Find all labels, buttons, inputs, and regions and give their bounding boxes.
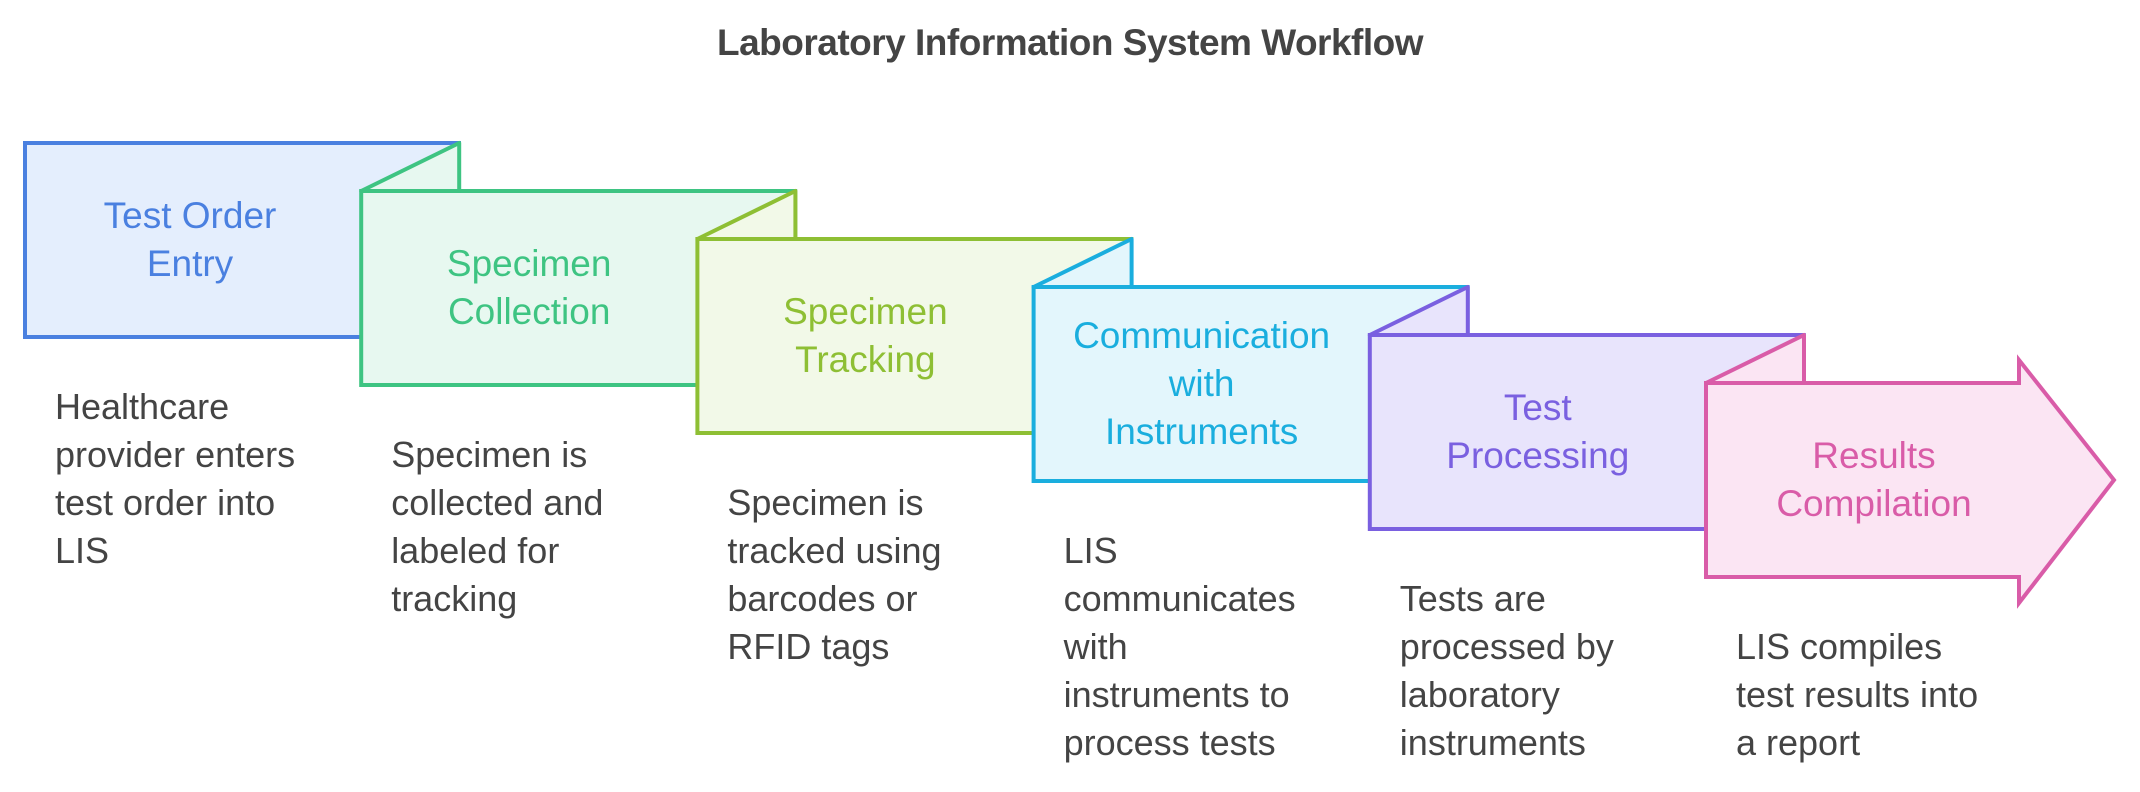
step-description-line: LIS: [55, 530, 110, 571]
step-description-line: with: [1063, 626, 1128, 667]
step-label-line: Test: [1503, 387, 1572, 428]
step-description-line: test results into: [1736, 674, 1979, 715]
arrow-shape: [1704, 354, 2117, 609]
step-label-line: Processing: [1446, 435, 1630, 476]
step-label-line: Specimen: [783, 291, 948, 332]
step-label-line: Collection: [447, 291, 611, 332]
step-shape-6: [1704, 333, 2117, 609]
step-description-line: Specimen is: [727, 482, 924, 523]
fold-flap: [1367, 285, 1470, 337]
step-description-line: Tests are: [1399, 578, 1546, 619]
fold-flap: [1704, 333, 1806, 385]
step-description-line: tracking: [391, 578, 518, 619]
step-label-line: Results: [1812, 435, 1936, 476]
diagram-title: Laboratory Information System Workflow: [716, 22, 1424, 63]
step-description-line: labeled for: [391, 530, 560, 571]
step-description-line: LIS: [1063, 530, 1118, 571]
step-description-line: Specimen is: [391, 434, 588, 475]
step-description-line: instruments: [1399, 722, 1586, 763]
step-description-line: provider enters: [55, 434, 296, 475]
step-description-line: processed by: [1399, 626, 1614, 667]
step-label-line: Communication: [1073, 315, 1331, 356]
step-label-line: Entry: [146, 243, 234, 284]
step-description-line: tracked using: [727, 530, 942, 571]
step-description-line: laboratory: [1399, 674, 1560, 715]
step-description-4: LIS communicates with instruments to process…: [1064, 527, 1364, 767]
step-label-line: Specimen: [446, 243, 612, 284]
step-description-line: barcodes or: [727, 578, 918, 619]
step-description-line: collected and: [391, 482, 604, 523]
step-description-5: Tests are processed by laboratory instrumen…: [1400, 575, 1700, 767]
step-description-line: communicates: [1063, 578, 1296, 619]
step-label-line: Tracking: [795, 339, 936, 380]
step-description-line: LIS compiles: [1736, 626, 1943, 667]
step-description-line: instruments to: [1063, 674, 1290, 715]
step-description-6: LIS compiles test results into a report: [1736, 623, 2036, 767]
step-label-line: Test Order: [103, 195, 277, 236]
step-description-line: process tests: [1063, 722, 1276, 763]
step-description-line: test order into: [55, 482, 276, 523]
fold-flap: [695, 189, 798, 241]
step-label-line: Compilation: [1776, 483, 1972, 524]
step-description-line: a report: [1736, 722, 1861, 763]
step-description-line: Healthcare: [55, 386, 230, 427]
step-label-line: Instruments: [1104, 411, 1299, 452]
fold-flap: [359, 141, 462, 193]
step-description-line: RFID tags: [727, 626, 890, 667]
step-description-1: Healthcare provider enters test order into…: [55, 383, 355, 575]
step-description-2: Specimen is collected and labeled for track…: [391, 431, 691, 623]
fold-flap: [1031, 237, 1134, 289]
step-label-line: with: [1168, 363, 1235, 404]
step-description-3: Specimen is tracked using barcodes or RFID …: [727, 479, 1027, 671]
